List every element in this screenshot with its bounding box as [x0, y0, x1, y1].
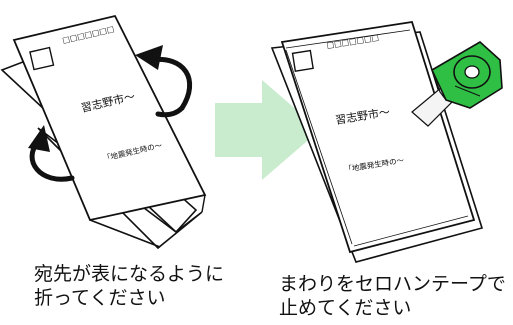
step1-caption-line2: 折ってください: [34, 287, 166, 309]
step1-caption: 宛先が表になるように 折ってください: [34, 262, 224, 310]
rotate-arrow-head-icon: [28, 125, 50, 152]
next-step-arrow-icon: [215, 80, 320, 180]
rotate-arrow-head-icon: [135, 45, 163, 70]
tape-dispenser-icon: [430, 41, 503, 109]
folded-postcard: □□□□□□□ 習志野市〜 「地震発生時の〜: [0, 14, 207, 250]
taped-postcard: □□□□□□□ 習志野市〜 「地震発生時の〜: [270, 20, 484, 263]
stamp-box: [29, 46, 55, 71]
step2-caption: まわりをセロハンテープで 止めてください: [279, 272, 506, 320]
stamp-box: [291, 49, 314, 72]
step1-caption-line1: 宛先が表になるように: [34, 263, 225, 285]
step2-caption-line2: 止めてください: [279, 297, 412, 319]
step2-caption-line1: まわりをセロハンテープで: [279, 273, 506, 295]
